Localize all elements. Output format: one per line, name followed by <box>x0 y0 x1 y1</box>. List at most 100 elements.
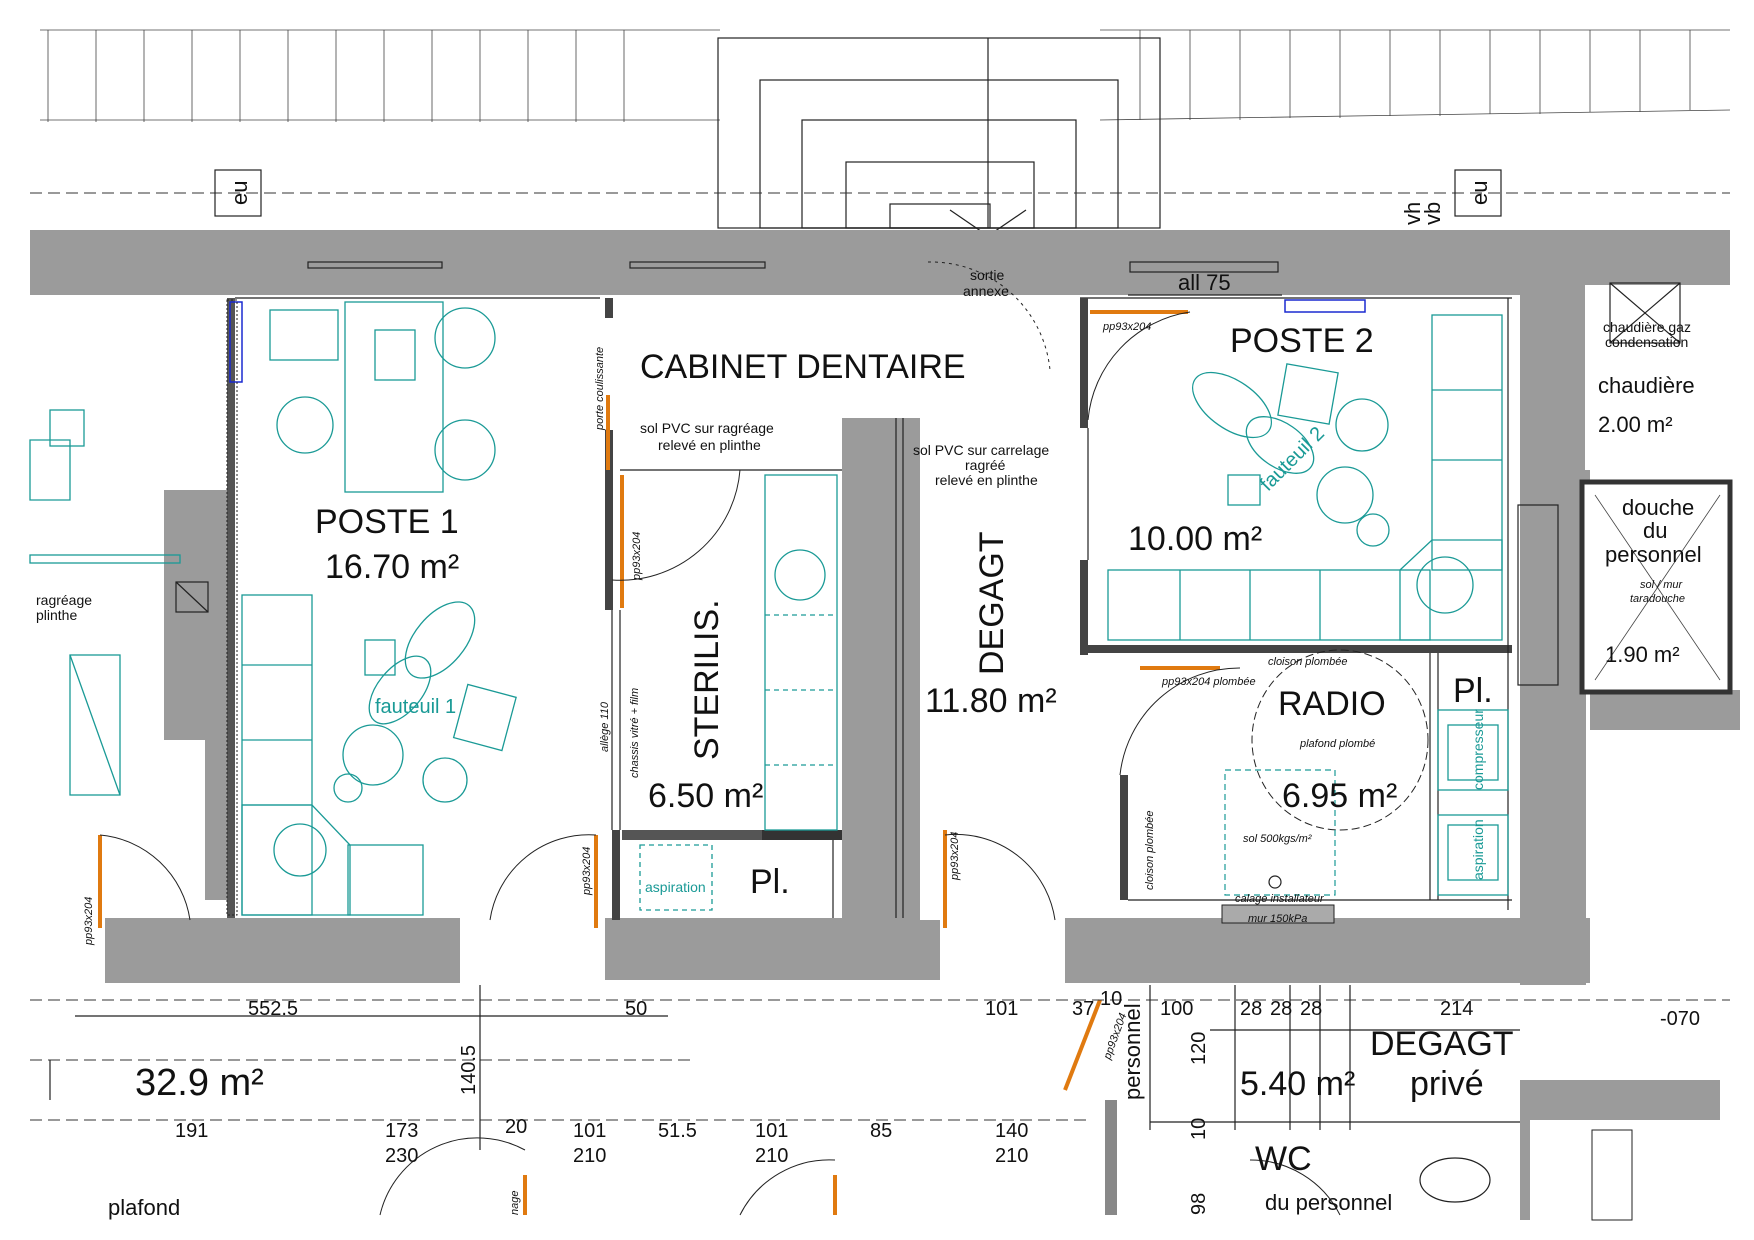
dim-50: 50 <box>625 998 647 1020</box>
vh-label: vh <box>1400 202 1425 225</box>
sol-degagt-2: ragréé <box>965 457 1006 473</box>
sol-degagt-3: relevé en plinthe <box>935 472 1038 488</box>
poste2-furniture <box>1107 314 1503 641</box>
dim-230: 230 <box>385 1145 418 1167</box>
dim-28c: 28 <box>1300 998 1322 1020</box>
radio-area: 6.95 m² <box>1282 777 1397 815</box>
dim-28b: 28 <box>1270 998 1292 1020</box>
radiator-2 <box>1284 299 1366 313</box>
sterilis-furniture <box>639 474 838 911</box>
dim-191: 191 <box>175 1120 208 1142</box>
chaudiere-gaz-1: chaudière gaz <box>1603 319 1691 335</box>
exterior-paving-grid <box>40 29 1731 122</box>
douche-cross <box>1594 494 1721 681</box>
degagt-area: 11.80 m² <box>925 682 1057 720</box>
pp-sterilis-label: pp93x204 <box>631 532 643 581</box>
dim-85: 85 <box>870 1120 892 1142</box>
dim-98: 98 <box>1188 1193 1210 1215</box>
sol-sterilis-2: relevé en plinthe <box>658 437 761 453</box>
sterilis-area: 6.50 m² <box>648 777 763 815</box>
sterilis-room <box>605 430 842 920</box>
taradouche-label: taradouche <box>1630 593 1685 605</box>
chaudiere-area: 2.00 m² <box>1598 412 1673 437</box>
chaudiere-unit <box>1609 282 1681 344</box>
eu-box-left: eu <box>214 169 262 217</box>
personnel-label: personnel <box>1120 1003 1145 1100</box>
side-elements <box>175 504 1559 686</box>
dim-210c: 210 <box>995 1145 1028 1167</box>
dim-101c: 101 <box>755 1120 788 1142</box>
pp-top-label: pp93x204 <box>1102 321 1151 333</box>
dim-120: 120 <box>1188 1032 1210 1065</box>
dim-28a: 28 <box>1240 998 1262 1020</box>
sol-sterilis-1: sol PVC sur ragréage <box>640 420 774 436</box>
area-left: 32.9 m² <box>135 1062 264 1104</box>
pp-plombee-label: pp93x204 plombée <box>1161 676 1256 688</box>
dim-140-5: 140.5 <box>458 1045 480 1095</box>
poste1-furniture <box>29 301 517 916</box>
wc-sub-label: du personnel <box>1265 1190 1392 1215</box>
sol-degagt-1: sol PVC sur carrelage <box>913 442 1049 458</box>
dim-210b: 210 <box>755 1145 788 1167</box>
radio-furniture <box>1437 709 1509 896</box>
poste2-label: POSTE 2 <box>1230 322 1374 360</box>
ragreage-label: ragréage <box>36 592 92 608</box>
dim-070: -070 <box>1660 1008 1700 1030</box>
pp-left-label: pp93x204 <box>83 897 95 946</box>
plafond-label: plafond <box>108 1195 180 1220</box>
radio-label: RADIO <box>1278 685 1386 723</box>
dim-10: 10 <box>1100 988 1122 1010</box>
windows <box>307 261 1282 296</box>
poste2-area: 10.00 m² <box>1128 520 1262 558</box>
plafond-plombe-label: plafond plombé <box>1299 738 1375 750</box>
all75-label: all 75 <box>1178 270 1231 295</box>
allege-label: allège 110 <box>599 701 611 752</box>
sterilis-label: STERILIS. <box>688 599 726 760</box>
douche-label-2: du <box>1643 518 1667 543</box>
lower-plan <box>30 985 1730 1221</box>
cloison-plombee-top: cloison plombée <box>1268 656 1348 668</box>
fauteuil1-label: fauteuil 1 <box>375 696 456 718</box>
pp-mid1-label: pp93x204 <box>581 847 593 896</box>
radiator-1 <box>229 301 243 383</box>
pl-label-2: Pl. <box>1453 672 1493 710</box>
degagt-label: DEGAGT <box>973 531 1011 675</box>
sol-500-label: sol 500kgs/m² <box>1243 833 1312 845</box>
wc-label: WC <box>1255 1140 1312 1178</box>
aspiration2-label: aspiration <box>1470 819 1486 880</box>
chaudiere-label: chaudière <box>1598 373 1695 398</box>
door-leaves <box>98 310 1220 1091</box>
dim-552: 552.5 <box>248 998 298 1020</box>
degagt-prive-label: DEGAGT <box>1370 1025 1514 1063</box>
sol-mur-label: sol / mur <box>1640 579 1684 591</box>
entrance-stairs <box>717 37 1161 237</box>
annexe-label: annexe <box>963 283 1009 299</box>
poste1-area: 16.70 m² <box>325 548 459 586</box>
dim-140: 140 <box>995 1120 1028 1142</box>
poste1-label: POSTE 1 <box>315 503 459 541</box>
dim-214: 214 <box>1440 998 1473 1020</box>
lintel-pattern <box>226 299 238 916</box>
plinthe-label: plinthe <box>36 607 77 623</box>
dim-20: 20 <box>505 1116 527 1138</box>
dim-210a: 210 <box>573 1145 606 1167</box>
svg-text:eu: eu <box>227 181 252 205</box>
dim-173: 173 <box>385 1120 418 1142</box>
degagt-lines <box>895 418 904 918</box>
door-swings <box>99 261 1241 921</box>
poste1-room <box>227 297 613 918</box>
cloison-plombee-side: cloison plombée <box>1144 811 1156 891</box>
sortie-label: sortie <box>970 267 1004 283</box>
aspiration-label: aspiration <box>645 879 706 895</box>
dim-51-5: 51.5 <box>658 1120 697 1142</box>
compresseur-label: compresseur <box>1470 709 1486 790</box>
svg-text:eu: eu <box>1467 181 1492 205</box>
dim-100: 100 <box>1160 998 1193 1020</box>
degagt-prive-area: 5.40 m² <box>1240 1065 1355 1103</box>
eu-box-right: eu <box>1454 169 1502 217</box>
dim-101a: 101 <box>985 998 1018 1020</box>
nage-label: nage <box>509 1191 521 1215</box>
dim-101b: 101 <box>573 1120 606 1142</box>
douche-label-1: douche <box>1622 495 1694 520</box>
